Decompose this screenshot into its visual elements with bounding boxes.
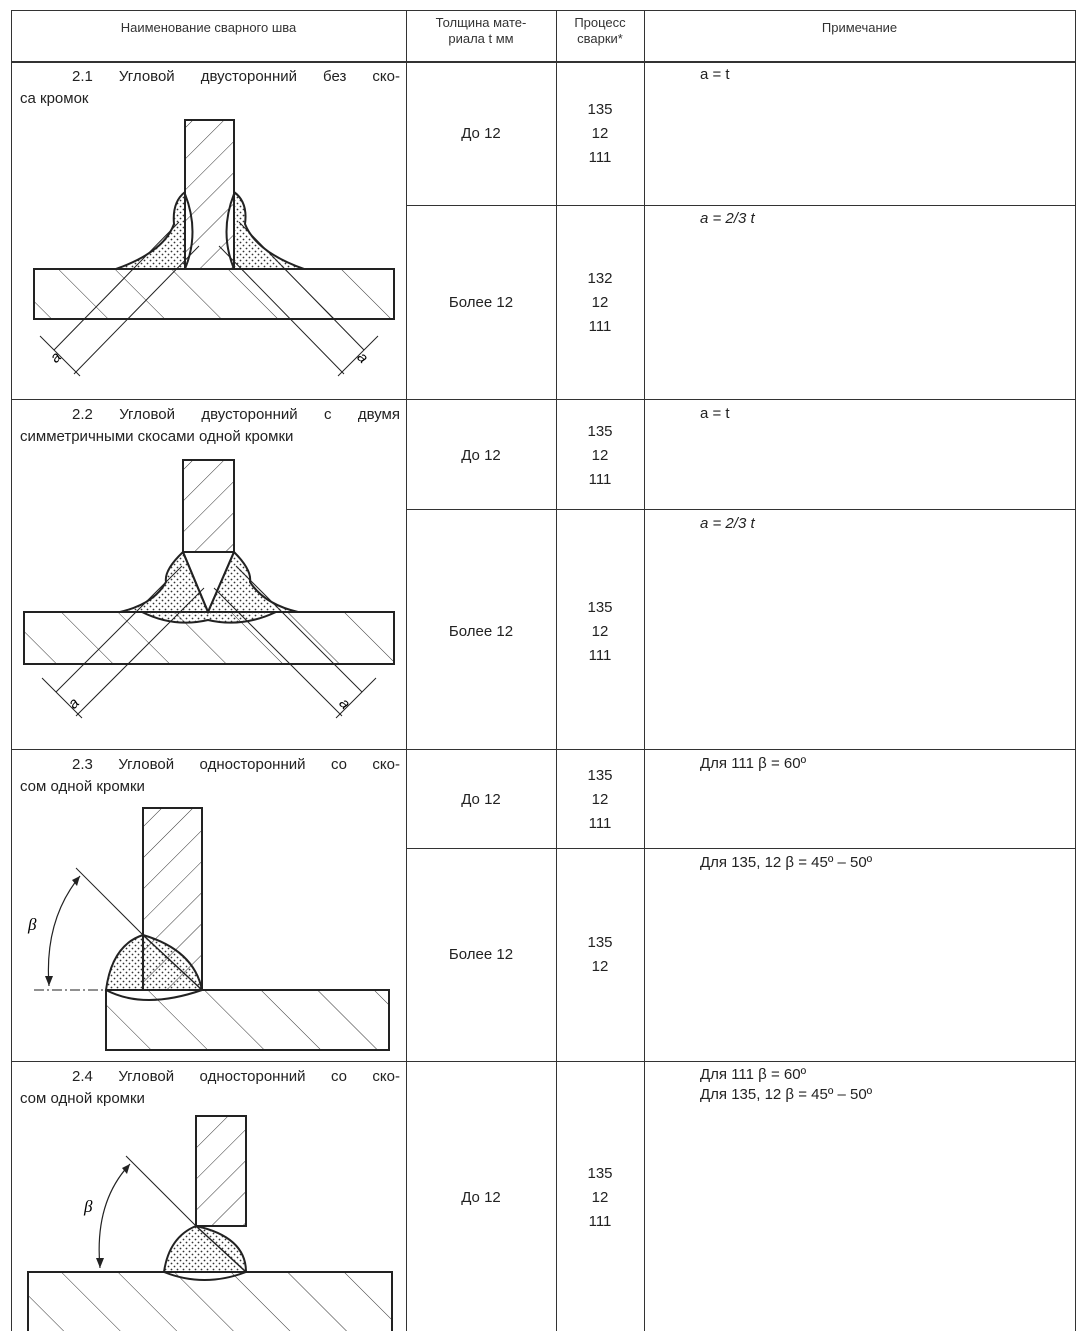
weld-left — [119, 550, 210, 613]
section-line-2-3 — [11, 749, 1076, 750]
process-code: 111 — [588, 815, 612, 832]
header-thickness-line2: риала t мм — [448, 31, 514, 46]
section-line-2-2 — [11, 399, 1076, 400]
weld-figure-2-4: β — [27, 1115, 393, 1331]
header-note: Примечание — [821, 20, 898, 35]
section-2-4-description: 2.4 Угловой односторонний со ско- сом од… — [20, 1066, 400, 1110]
dimension-label-a-left: a — [65, 695, 83, 713]
vertical-plate — [182, 459, 235, 553]
process-code: 135 — [587, 423, 613, 440]
vertical-plate — [195, 1115, 247, 1227]
process-code: 111 — [588, 1213, 612, 1230]
section-2-1-row2-thickness: Более 12 — [448, 294, 514, 311]
section-2-4-row1-process: 135 12 111 — [555, 1162, 645, 1234]
section-2-1-row2-note: a = 2/3 t — [700, 210, 755, 227]
process-code: 111 — [588, 471, 612, 488]
process-code: 135 — [587, 599, 613, 616]
weld-figure-2-2: a a — [23, 459, 395, 719]
col-divider-3 — [644, 10, 645, 1331]
section-2-2-row2-process: 135 12 111 — [555, 596, 645, 668]
process-code: 12 — [591, 1189, 609, 1206]
process-code: 12 — [591, 125, 609, 142]
angle-label-beta: β — [27, 915, 37, 934]
process-code: 135 — [587, 101, 613, 118]
section-2-2-row1-note: a = t — [700, 405, 730, 422]
process-code: 135 — [587, 767, 613, 784]
section-2-3-row2-process: 135 12 — [555, 931, 645, 979]
section-line-2-4 — [11, 1061, 1076, 1062]
weld-right — [233, 190, 305, 270]
section-2-3-row1-process: 135 12 111 — [555, 764, 645, 836]
section-2-4-row1-note2: Для 135, 12 β = 45º – 50º — [700, 1086, 873, 1103]
section-2-3-desc-line2: сом одной кромки — [20, 778, 145, 795]
header-process-line1: Процесс — [574, 15, 626, 30]
weld-bead — [162, 1224, 248, 1273]
section-2-2-row1-process: 135 12 111 — [555, 420, 645, 492]
base-plate — [27, 1271, 393, 1331]
process-code: 111 — [588, 647, 612, 664]
header-bottom-line — [11, 61, 1076, 63]
angle-arc — [47, 875, 81, 987]
section-2-2-row2-note: a = 2/3 t — [700, 515, 755, 532]
process-code: 12 — [591, 958, 609, 975]
section-2-3-row1-note: Для 111 β = 60º — [700, 755, 807, 772]
row-line-2-1-sub — [406, 205, 1076, 206]
table-border-top — [11, 10, 1076, 11]
section-2-3-row1-thickness: До 12 — [461, 791, 501, 808]
header-thickness-line1: Толщина мате- — [435, 15, 527, 30]
process-code: 111 — [588, 318, 612, 335]
process-code: 132 — [587, 270, 613, 287]
row-line-2-3-sub — [406, 848, 1076, 849]
section-2-1-row1-process: 135 12 111 — [555, 98, 645, 170]
header-weld-name: Наименование сварного шва — [120, 20, 297, 35]
col-divider-1 — [406, 10, 407, 1331]
process-code: 135 — [587, 934, 613, 951]
section-2-3-desc-line1: 2.3 Угловой односторонний со ско- — [72, 756, 400, 773]
section-2-1-row1-thickness: До 12 — [461, 125, 501, 142]
angle-label-beta: β — [83, 1197, 93, 1216]
header-thickness: Толщина мате- риала t мм — [406, 15, 556, 47]
header-process: Процесс сварки* — [556, 15, 644, 47]
base-plate — [33, 268, 395, 320]
section-2-4-row1-note: Для 111 β = 60º — [700, 1066, 807, 1083]
section-2-1-description: 2.1 Угловой двусторонний без ско- са кро… — [20, 66, 400, 110]
weld-right-penetration — [225, 193, 235, 270]
section-2-2-desc-line1: 2.2 Угловой двусторонний с двумя — [72, 406, 400, 423]
table-border-left — [11, 10, 12, 1331]
weld-left — [115, 189, 186, 270]
section-2-2-row2-thickness: Более 12 — [448, 623, 514, 640]
vertical-plate — [184, 119, 235, 270]
section-2-1-row1-note: a = t — [700, 66, 730, 83]
section-2-2-desc-line2: симметричными скосами одной кромки — [20, 428, 294, 445]
process-code: 12 — [591, 791, 609, 808]
section-2-4-desc-line1: 2.4 Угловой односторонний со ско- — [72, 1068, 400, 1085]
process-code: 12 — [591, 294, 609, 311]
angle-arc — [98, 1163, 131, 1269]
section-2-4-desc-line2: сом одной кромки — [20, 1090, 145, 1107]
process-code: 12 — [591, 447, 609, 464]
col-divider-2 — [556, 10, 557, 1331]
section-2-1-desc-line1: 2.1 Угловой двусторонний без ско- — [72, 68, 400, 85]
section-2-1-row2-process: 132 12 111 — [555, 267, 645, 339]
weld-figure-2-3: β — [27, 807, 390, 1051]
row-line-2-2-sub — [406, 509, 1076, 510]
section-2-4-row1-thickness: До 12 — [461, 1189, 501, 1206]
weld-right — [206, 550, 299, 613]
process-code: 135 — [587, 1165, 613, 1182]
section-2-1-desc-line2: са кромок — [20, 90, 89, 107]
section-2-2-description: 2.2 Угловой двусторонний с двумя симметр… — [20, 404, 400, 448]
section-2-3-description: 2.3 Угловой односторонний со ско- сом од… — [20, 754, 400, 798]
section-2-3-row2-thickness: Более 12 — [448, 946, 514, 963]
dimension-label-a-right: a — [354, 349, 372, 367]
weld-figure-2-1: a a — [33, 119, 395, 377]
weld-left-penetration — [184, 193, 194, 270]
section-2-3-row2-note: Для 135, 12 β = 45º – 50º — [700, 854, 873, 871]
section-2-2-row1-thickness: До 12 — [461, 447, 501, 464]
process-code: 12 — [591, 623, 609, 640]
header-process-line2: сварки* — [577, 31, 623, 46]
process-code: 111 — [588, 149, 612, 166]
